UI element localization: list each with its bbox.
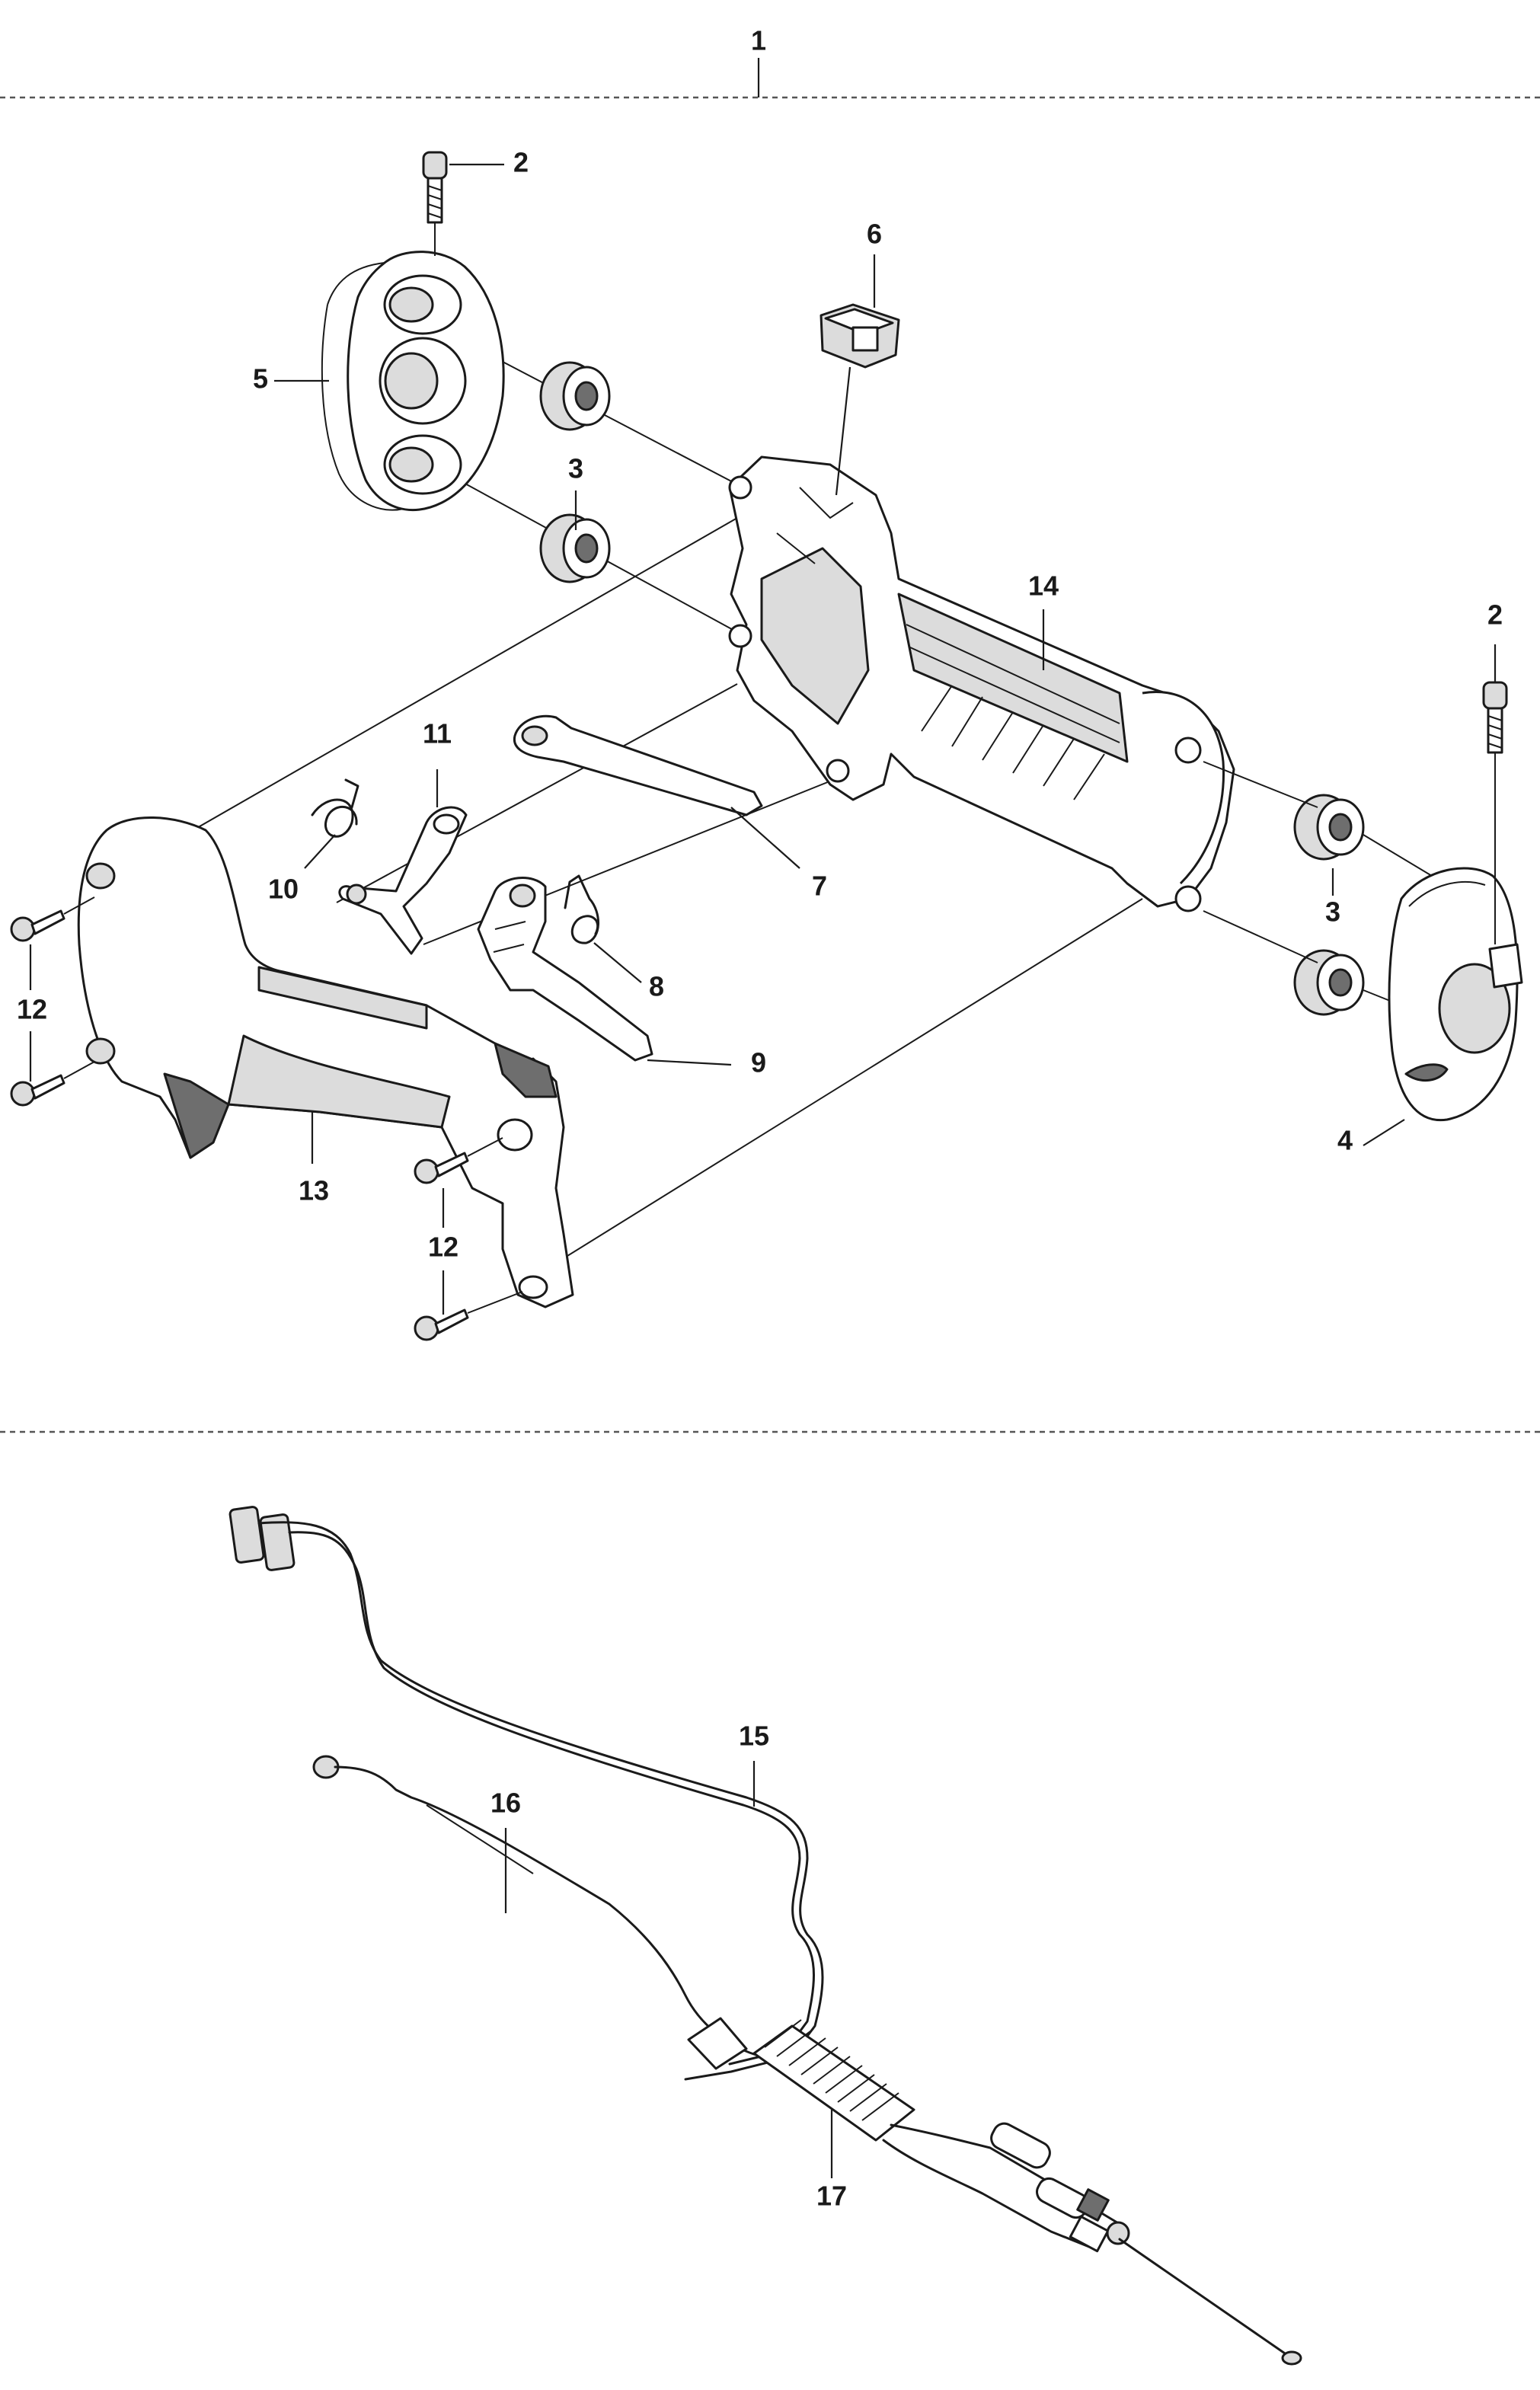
part-12-screws [10, 896, 523, 1341]
callout-5: 5 [253, 363, 268, 395]
callout-10: 10 [268, 874, 299, 905]
part-6-switch [820, 303, 900, 496]
part-15-wiring-harness [228, 1506, 824, 2081]
part-16-throttle-cable [312, 1755, 763, 2058]
part-10-spring-small [304, 778, 359, 869]
part-11-lever [338, 769, 468, 955]
part-2-screw-top [422, 151, 448, 256]
callout-11: 11 [423, 718, 452, 749]
callout-15: 15 [739, 1721, 769, 1752]
part-3-bearings-right [1203, 761, 1433, 1016]
part-9-trigger [477, 877, 732, 1066]
callout-14: 14 [1028, 570, 1059, 602]
part-17-cable-bundle [687, 2017, 1302, 2366]
callout-7: 7 [812, 871, 827, 902]
callout-4: 4 [1337, 1125, 1353, 1156]
callout-16: 16 [490, 1788, 521, 1819]
part-5-end-cover-left [321, 251, 505, 512]
part-13-handle-housing [77, 816, 574, 1308]
callout-2-top: 2 [513, 147, 529, 178]
callout-3-left: 3 [568, 453, 583, 484]
callout-12-left: 12 [17, 994, 47, 1025]
callout-9: 9 [751, 1047, 766, 1078]
callout-2-right: 2 [1487, 599, 1503, 631]
part-4-end-cover-right [1363, 867, 1523, 1146]
part-14-handle-frame [728, 455, 1235, 912]
callout-1: 1 [751, 25, 766, 56]
part-2-screw-right [1482, 644, 1508, 944]
callout-6: 6 [867, 219, 882, 250]
callout-12-right: 12 [428, 1232, 458, 1263]
callout-17: 17 [816, 2181, 847, 2212]
callout-8: 8 [649, 971, 664, 1002]
part-8-spring [564, 874, 642, 983]
callout-3-right: 3 [1325, 896, 1340, 928]
callout-labels: 1 2 2 3 3 4 5 6 7 8 9 10 11 12 12 13 14 … [17, 25, 1503, 2212]
part-3-bearings-left [539, 361, 611, 583]
part-7-throttle-lever [513, 714, 800, 869]
callout-13: 13 [299, 1175, 329, 1206]
